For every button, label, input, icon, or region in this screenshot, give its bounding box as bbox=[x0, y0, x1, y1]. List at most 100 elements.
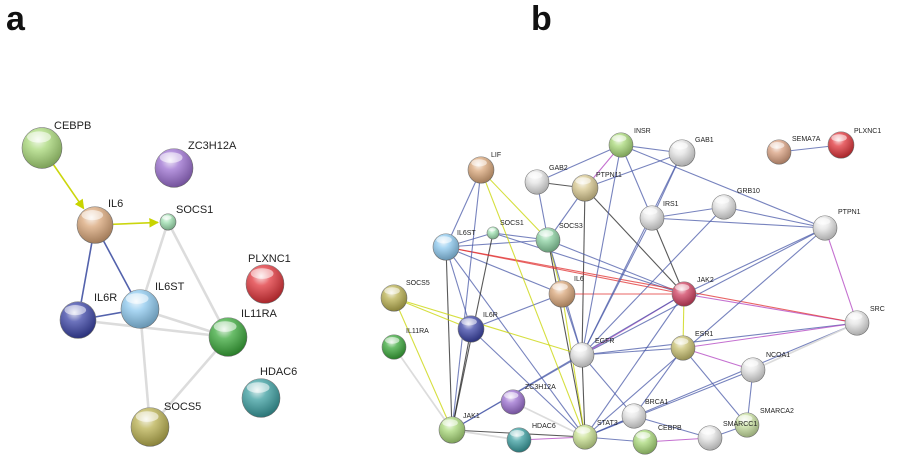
b-node-src[interactable]: SRC bbox=[844, 306, 885, 336]
b-node-label-zc3h12a: ZC3H12A bbox=[525, 384, 556, 391]
b-edge-insr-ptpn1 bbox=[620, 144, 826, 229]
b-node-ptpn11[interactable]: PTPN11 bbox=[571, 172, 622, 202]
b-node-il6st[interactable]: IL6ST bbox=[432, 230, 476, 261]
b-edge-src-esr1 bbox=[682, 322, 858, 349]
b-node-sema7a[interactable]: SEMA7A bbox=[766, 136, 821, 165]
b-node-cebpb[interactable]: CEBPB bbox=[632, 425, 682, 455]
b-node-socs1[interactable]: SOCS1 bbox=[486, 220, 524, 240]
b-node-label-jak1: JAK1 bbox=[463, 413, 480, 420]
b-edge-egfr-brca1 bbox=[581, 354, 635, 417]
b-node-label-src: SRC bbox=[870, 306, 885, 313]
a-node-label-socs5: SOCS5 bbox=[164, 401, 201, 413]
b-node-label-gab1: GAB1 bbox=[695, 137, 714, 144]
b-edge-src-egfr bbox=[581, 322, 858, 356]
b-node-grb10[interactable]: GRB10 bbox=[711, 188, 760, 220]
b-node-label-hdac6: HDAC6 bbox=[532, 423, 556, 430]
a-node-zc3h12a[interactable]: ZC3H12A bbox=[154, 140, 237, 188]
b-node-zc3h12a[interactable]: ZC3H12A bbox=[500, 384, 556, 415]
b-node-plxnc1[interactable]: PLXNC1 bbox=[827, 128, 881, 159]
b-edge-socs3-jak2 bbox=[547, 239, 685, 295]
b-node-lif[interactable]: LIF bbox=[467, 152, 501, 184]
b-node-irs1[interactable]: IRS1 bbox=[639, 201, 679, 231]
a-node-label-zc3h12a: ZC3H12A bbox=[188, 140, 237, 152]
a-node-plxnc1[interactable]: PLXNC1 bbox=[245, 253, 291, 304]
b-node-label-lif: LIF bbox=[491, 152, 501, 159]
a-node-hdac6[interactable]: HDAC6 bbox=[241, 366, 297, 418]
b-edge-socs3-stat3 bbox=[547, 239, 586, 438]
a-edge-il11ra-socs5 bbox=[149, 336, 229, 428]
b-node-smarca2[interactable]: SMARCA2 bbox=[734, 408, 794, 438]
b-edge-gab1-ptpn11 bbox=[584, 152, 683, 189]
b-edge-egfr-stat3 bbox=[581, 354, 586, 438]
b-node-label-socs3: SOCS3 bbox=[559, 223, 583, 230]
b-node-label-jak2: JAK2 bbox=[697, 277, 714, 284]
b-node-il6r[interactable]: IL6R bbox=[457, 312, 498, 343]
b-node-egfr[interactable]: EGFR bbox=[569, 338, 614, 368]
b-edge-gab2-insr bbox=[536, 144, 622, 183]
b-node-socs3[interactable]: SOCS3 bbox=[535, 223, 583, 253]
a-node-label-il6r: IL6R bbox=[94, 292, 117, 304]
b-edge-esr1-smarca2 bbox=[682, 347, 748, 426]
b-node-esr1[interactable]: ESR1 bbox=[670, 331, 713, 361]
a-node-socs5[interactable]: SOCS5 bbox=[130, 401, 201, 447]
a-edge-il6st-socs5 bbox=[138, 308, 152, 428]
a-edge-socs1-il11ra bbox=[166, 221, 230, 338]
b-node-ptpn1[interactable]: PTPN1 bbox=[812, 209, 861, 241]
b-node-jak1[interactable]: JAK1 bbox=[438, 413, 480, 444]
b-node-gab2[interactable]: GAB2 bbox=[524, 165, 568, 195]
b-node-il11ra[interactable]: IL11RA bbox=[381, 328, 429, 360]
b-node-label-socs5: SOCS5 bbox=[406, 280, 430, 287]
a-node-il6st[interactable]: IL6ST bbox=[120, 281, 185, 329]
b-node-label-stat3: STAT3 bbox=[597, 420, 618, 427]
b-node-label-insr: INSR bbox=[634, 128, 651, 135]
b-edge-lif-jak1 bbox=[451, 169, 482, 431]
a-edge-il6r-il11ra bbox=[77, 318, 229, 339]
b-edge-zc3h12a-stat3 bbox=[512, 401, 586, 438]
b-edge-il6st-jak1 bbox=[445, 246, 453, 431]
b-node-socs5[interactable]: SOCS5 bbox=[380, 280, 430, 312]
b-edge-egfr-esr1 bbox=[581, 347, 684, 356]
b-edge-irs1-egfr bbox=[581, 217, 653, 356]
b-edge-ptpn1-jak2 bbox=[683, 227, 826, 295]
b-edge-ptpn1-src bbox=[824, 227, 858, 324]
b-node-jak2[interactable]: JAK2 bbox=[671, 277, 714, 307]
a-node-il6r[interactable]: IL6R bbox=[59, 292, 117, 339]
a-node-label-il6st: IL6ST bbox=[155, 281, 185, 293]
b-node-label-il11ra: IL11RA bbox=[406, 328, 429, 335]
b-edge-jak2-stat3 bbox=[584, 293, 685, 438]
b-node-stat3[interactable]: STAT3 bbox=[572, 420, 618, 450]
b-edge-socs1-jak2 bbox=[492, 232, 685, 295]
b-edge-socs5-il6r bbox=[393, 297, 472, 330]
b-edge-src-ncoa1 bbox=[752, 322, 858, 371]
b-edge-irs1-ptpn1 bbox=[651, 217, 826, 229]
a-node-il6[interactable]: IL6 bbox=[76, 198, 123, 244]
b-node-brca1[interactable]: BRCA1 bbox=[621, 399, 668, 429]
b-node-ncoa1[interactable]: NCOA1 bbox=[740, 352, 790, 383]
b-node-label-sema7a: SEMA7A bbox=[792, 136, 821, 143]
b-node-label-irs1: IRS1 bbox=[663, 201, 679, 208]
b-node-gab1[interactable]: GAB1 bbox=[668, 137, 714, 167]
b-node-il6[interactable]: IL6 bbox=[548, 276, 584, 308]
b-node-label-ptpn11: PTPN11 bbox=[596, 172, 622, 179]
b-edge-src-il6st bbox=[445, 246, 858, 324]
b-edge-socs5-egfr bbox=[393, 297, 583, 356]
a-node-cebpb[interactable]: CEBPB bbox=[21, 120, 91, 169]
b-edge-il11ra-jak1 bbox=[393, 346, 453, 431]
b-node-insr[interactable]: INSR bbox=[608, 128, 651, 158]
b-node-hdac6[interactable]: HDAC6 bbox=[506, 423, 556, 453]
b-edge-il6-stat3 bbox=[561, 293, 586, 438]
a-node-socs1[interactable]: SOCS1 bbox=[159, 204, 213, 231]
b-node-label-ncoa1: NCOA1 bbox=[766, 352, 790, 359]
b-edge-ptpn1-stat3 bbox=[584, 227, 826, 438]
b-node-smarcc1[interactable]: SMARCC1 bbox=[697, 421, 757, 451]
b-edge-ptpn11-jak2 bbox=[584, 187, 685, 295]
b-edge-ptpn1-egfr bbox=[581, 227, 826, 356]
b-node-label-grb10: GRB10 bbox=[737, 188, 760, 195]
a-node-label-il6: IL6 bbox=[108, 198, 123, 210]
b-edge-insr-egfr bbox=[581, 144, 622, 356]
a-node-il11ra[interactable]: IL11RA bbox=[208, 308, 278, 357]
b-edge-grb10-egfr bbox=[581, 206, 725, 356]
b-node-label-il6: IL6 bbox=[574, 276, 584, 283]
